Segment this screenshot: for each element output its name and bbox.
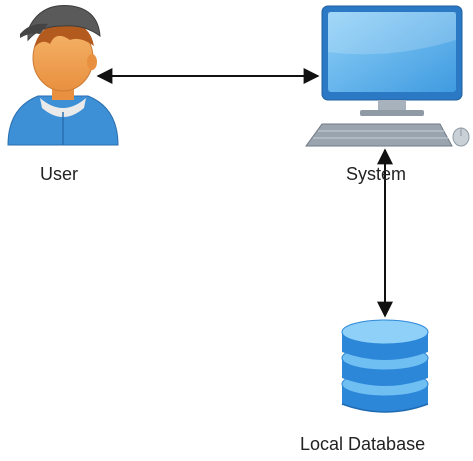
- system-label: System: [346, 164, 407, 184]
- database-icon: [341, 319, 429, 413]
- user-icon: [7, 5, 119, 146]
- database-label: Local Database: [300, 434, 426, 454]
- desktop-computer-icon: [305, 5, 470, 147]
- user-label: User: [40, 164, 79, 184]
